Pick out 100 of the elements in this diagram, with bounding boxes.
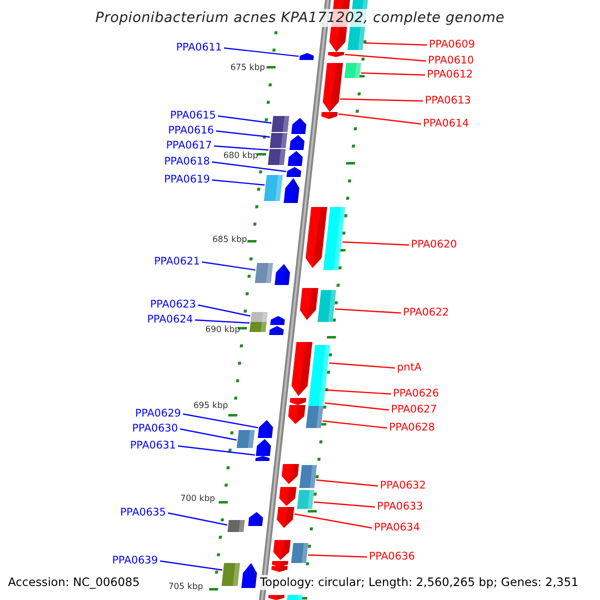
gene-label: PPA0630 [132,422,178,436]
gene-feature [290,398,306,405]
leader-line [364,42,428,46]
gene-label: PPA0634 [374,522,420,534]
scale-label: 705 kbp [168,582,203,592]
gene-block [297,490,314,509]
gene-feature [290,135,304,150]
gene-feature [299,53,314,60]
gene-label: PPA0633 [377,500,423,514]
gene-feature [328,52,344,57]
leader-line [329,362,396,369]
gene-block [227,520,245,532]
leader-line [214,145,269,151]
gene-block [291,543,308,563]
gene-label: PPA0632 [380,480,426,492]
gene-feature [272,561,288,567]
gene-label: PPA0635 [120,506,166,520]
gene-label: PPA0621 [154,256,200,268]
scale-label: 690 kbp [205,325,240,335]
leader-line [326,389,392,395]
gene-block [222,563,240,586]
gene-block [268,149,286,165]
leader-line [212,179,265,186]
gene-feature [291,118,306,134]
gene-feature [248,512,264,526]
leader-line [338,113,422,125]
gene-label: PPA0613 [425,94,471,108]
gene-label: PPA0629 [135,408,181,420]
leader-line [182,413,258,428]
scale-label: 680 kbp [223,151,258,161]
gene-label: PPA0612 [427,68,473,82]
gene-label: PPA0618 [164,156,210,168]
gene-block [250,312,268,322]
gene-label: PPA0611 [176,42,222,54]
gene-feature [255,456,270,461]
gene-feature [288,151,303,166]
gene-block [308,400,324,406]
leader-line [198,304,250,317]
gene-feature [286,167,302,177]
gene-feature [241,563,257,588]
gene-feature [269,326,284,335]
leader-line [294,513,372,529]
gene-label: PPA0610 [428,54,474,68]
gene-feature [300,288,318,320]
gene-label: PPA0616 [168,124,214,138]
scale-label: 700 kbp [180,494,215,504]
leader-line [324,402,390,411]
gene-block [299,465,317,488]
gene-feature [279,487,296,506]
leader-line [224,47,299,57]
scale-label: 685 kbp [212,235,247,245]
gene-label: PPA0615 [170,110,216,122]
leader-line [334,308,402,314]
gene-block [271,116,290,132]
gene-block [318,290,336,322]
scale-label: 675 kbp [230,63,265,73]
gene-feature [270,316,285,325]
footer-text: Topology: circular; Length: 2,560,265 bp; Genes: 2,351 [258,575,580,590]
gene-block [344,63,362,78]
leader-line [314,501,376,508]
leader-line [194,319,250,324]
gene-feature [306,207,328,268]
leader-line [216,130,270,138]
leader-line [160,560,222,571]
gene-label: PPA0624 [147,314,193,326]
leader-line [180,428,237,441]
gene-label: PPA0623 [150,298,196,312]
gene-label: PPA0636 [369,550,415,564]
leader-line [322,420,388,429]
leader-line [212,161,286,172]
gene-label: PPA0626 [393,388,439,400]
gene-feature [274,264,290,285]
gene-label: PPA0620 [411,238,457,252]
gene-feature [321,112,338,119]
gene-block [270,133,288,148]
gene-label: PPA0628 [389,422,435,434]
gene-label: PPA0639 [112,554,158,568]
gene-label: PPA0609 [429,38,475,52]
scale-label: 695 kbp [193,401,228,411]
gene-block [236,430,255,448]
gene-feature [258,420,273,438]
leader-line [344,54,426,62]
gene-block [254,263,274,283]
gene-label: PPA0627 [391,404,437,416]
gene-feature [276,507,294,528]
gene-block [312,345,330,372]
gene-feature [292,342,312,396]
gene-label: PPA0631 [130,440,176,452]
gene-feature [271,566,288,572]
gene-block [306,406,324,428]
leader-line [218,115,272,124]
leader-line [342,241,410,246]
gene-label: PPA0622 [403,306,449,320]
gene-block [287,595,303,600]
gene-label: PPA0619 [164,174,210,186]
gene-block [249,322,267,332]
gene-block [323,207,346,270]
leader-line [178,445,256,456]
gene-feature [268,595,285,600]
gene-label: pntA [397,362,422,374]
